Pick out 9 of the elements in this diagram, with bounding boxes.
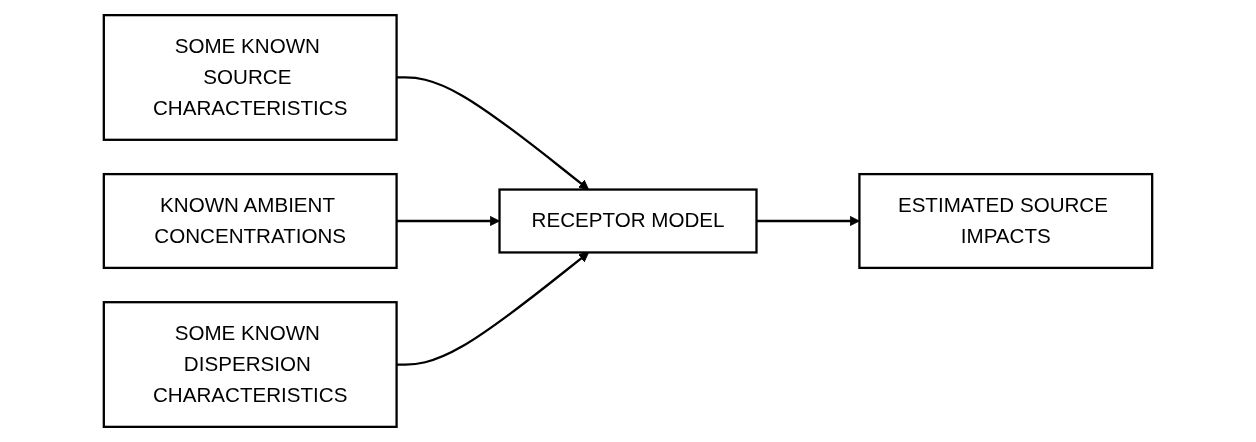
arrow: [396, 215, 500, 227]
arrow: [396, 76, 590, 190]
arrow: [756, 215, 860, 227]
node-box: KNOWN AMBIENT CONCENTRATIONS: [102, 172, 398, 270]
node-box: SOME KNOWN DISPERSION CHARACTERISTICS: [102, 301, 398, 428]
node-box: ESTIMATED SOURCE IMPACTS: [858, 172, 1154, 270]
node-box: RECEPTOR MODEL: [498, 188, 758, 254]
node-box: SOME KNOWN SOURCE CHARACTERISTICS: [102, 14, 398, 141]
arrow: [396, 252, 590, 366]
